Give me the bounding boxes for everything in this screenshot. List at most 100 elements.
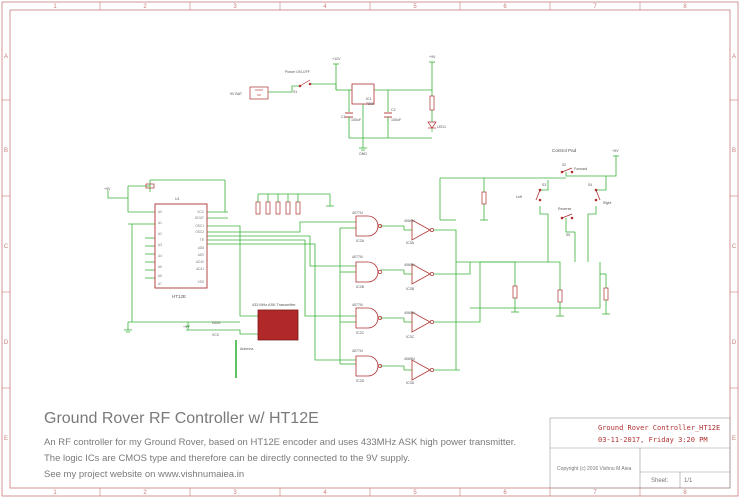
transmitter-vcc-pin: VCC — [212, 333, 220, 337]
nand-gate-c — [355, 307, 379, 329]
row-label: C — [732, 244, 737, 250]
cap-c1-value: 100uF — [351, 118, 362, 122]
pin-label: AD8 — [198, 246, 204, 250]
switch-right — [594, 188, 601, 202]
transmitter-label: 433 MHz ASK Transmitter — [252, 303, 296, 307]
encoder-pin-labels-left: A0 A1 A2 A3 A4 A5 A6 A7 — [158, 210, 162, 286]
antenna-label: Antenna — [240, 347, 253, 351]
nand-gate-d — [355, 355, 379, 377]
switch-forward-ref: S2 — [562, 163, 566, 167]
pin-label: A6 — [158, 274, 162, 278]
nand-bubble-a — [378, 224, 382, 228]
pin-label: DOUT — [195, 216, 204, 220]
col-label: 4 — [323, 490, 327, 496]
nand-bubble-d — [378, 364, 382, 368]
title-block-date: 03-11-2017, Friday 3:20 PM — [598, 436, 708, 444]
pin-label: A1 — [158, 221, 162, 225]
nand-ref-d: IC2D — [356, 379, 365, 383]
inverter-bubble-c — [430, 320, 434, 324]
gnd-symbol — [359, 147, 367, 151]
resistor-power — [429, 95, 435, 111]
pin-label: VCC — [197, 210, 204, 214]
regulator-symbol — [351, 83, 375, 105]
nand-ref-a: IC2A — [356, 239, 365, 243]
col-label: 2 — [143, 490, 147, 496]
frame-column-labels: 1 2 3 4 5 6 7 8 1 2 3 4 5 6 7 8 A B C D … — [4, 4, 737, 496]
switch-left — [535, 188, 542, 202]
pin-label: A5 — [158, 265, 162, 269]
cap-c2-value: 100uF — [391, 118, 402, 122]
pulldown-resistors — [255, 201, 301, 215]
row-label: B — [732, 148, 736, 154]
row-label: E — [4, 436, 8, 442]
title-block-copyright: Copyright (c) 2016 Vishnu M Aiea — [557, 466, 632, 472]
switch-reverse-ref: S5 — [566, 233, 570, 237]
description-line: See my project website on www.vishnumaie… — [44, 469, 245, 480]
switch-reverse-label: Reverse — [558, 207, 571, 211]
row-label: D — [732, 340, 737, 346]
control-pad-rail: +9V — [612, 149, 619, 153]
led-label: LED1 — [437, 125, 446, 129]
switch-right-label: Right — [603, 201, 611, 205]
cap-c2-ref: C2 — [391, 108, 396, 112]
encoder-ref: U1 — [175, 197, 180, 201]
switch-forward-label: Forward — [574, 167, 587, 171]
led-symbol — [427, 121, 437, 132]
pin-label: AD10 — [196, 260, 204, 264]
nand-ref-b: IC2B — [356, 285, 365, 289]
inverter-ref-b: IC3B — [406, 287, 415, 291]
encoder-name: HT12E — [172, 294, 186, 299]
cap-c1-symbol — [345, 112, 353, 122]
switch-left-ref: S3 — [542, 183, 546, 187]
pin-label: A4 — [158, 254, 162, 258]
transmitter-data-pin: DATA — [212, 321, 221, 325]
inverter-a — [411, 219, 431, 241]
col-label: 7 — [593, 490, 597, 496]
pin-label: OSC2 — [195, 230, 204, 234]
regulator-ref: IC1 — [366, 97, 372, 101]
schematic-title: Ground Rover RF Controller w/ HT12E — [44, 410, 319, 427]
col-label: 1 — [53, 4, 57, 10]
transmitter-module — [257, 309, 299, 341]
pin-label: VSS — [198, 280, 204, 284]
pin-label: AD9 — [198, 253, 204, 257]
col-label: 8 — [683, 490, 687, 496]
description-line: The logic ICs are CMOS type and therefor… — [44, 453, 410, 464]
encoder-ic-body — [154, 203, 208, 289]
pin-label: A7 — [158, 282, 162, 286]
row-label: B — [4, 148, 8, 154]
nand-bubble-c — [378, 316, 382, 320]
rail-12v-label: +12V — [332, 57, 341, 61]
inverter-bubble-d — [430, 368, 434, 372]
col-label: 5 — [413, 490, 417, 496]
power-switch-ref: S1 — [293, 90, 297, 94]
col-label: 8 — [683, 4, 687, 10]
inverter-type-d: 4069N — [404, 357, 415, 361]
pin-label: A2 — [158, 232, 162, 236]
col-label: 2 — [143, 4, 147, 10]
inverter-bubble-b — [430, 272, 434, 276]
col-label: 3 — [233, 490, 237, 496]
gate-pulldowns — [481, 191, 609, 303]
inverter-ref-d: IC3D — [406, 381, 415, 385]
col-label: 6 — [503, 4, 507, 10]
col-label: 4 — [323, 4, 327, 10]
encoder-section: +9V U1 HT12E A0 A1 A2 A3 A4 A5 A6 A7 VCC… — [104, 179, 356, 376]
col-label: 6 — [503, 490, 507, 496]
nand-type-b: 4077N — [352, 255, 363, 259]
nand-bubble-b — [378, 270, 382, 274]
col-label: 7 — [593, 4, 597, 10]
inverter-type-b: 4069N — [404, 263, 415, 267]
cap-c1-ref: C1 — [341, 115, 346, 119]
cap-c2-symbol — [384, 112, 392, 122]
pin-label: AD11 — [196, 267, 204, 271]
nand-gate-a — [355, 215, 379, 237]
regulator-label: 7809 — [366, 102, 374, 106]
inverter-ref-c: IC3C — [406, 335, 415, 339]
nand-gate-b — [355, 261, 379, 283]
power-switch-label: Power ON-OFF — [285, 70, 311, 74]
inverter-d — [411, 359, 431, 381]
switch-forward — [560, 167, 574, 174]
title-block-name: Ground Rover Controller_HT12E — [598, 424, 721, 432]
